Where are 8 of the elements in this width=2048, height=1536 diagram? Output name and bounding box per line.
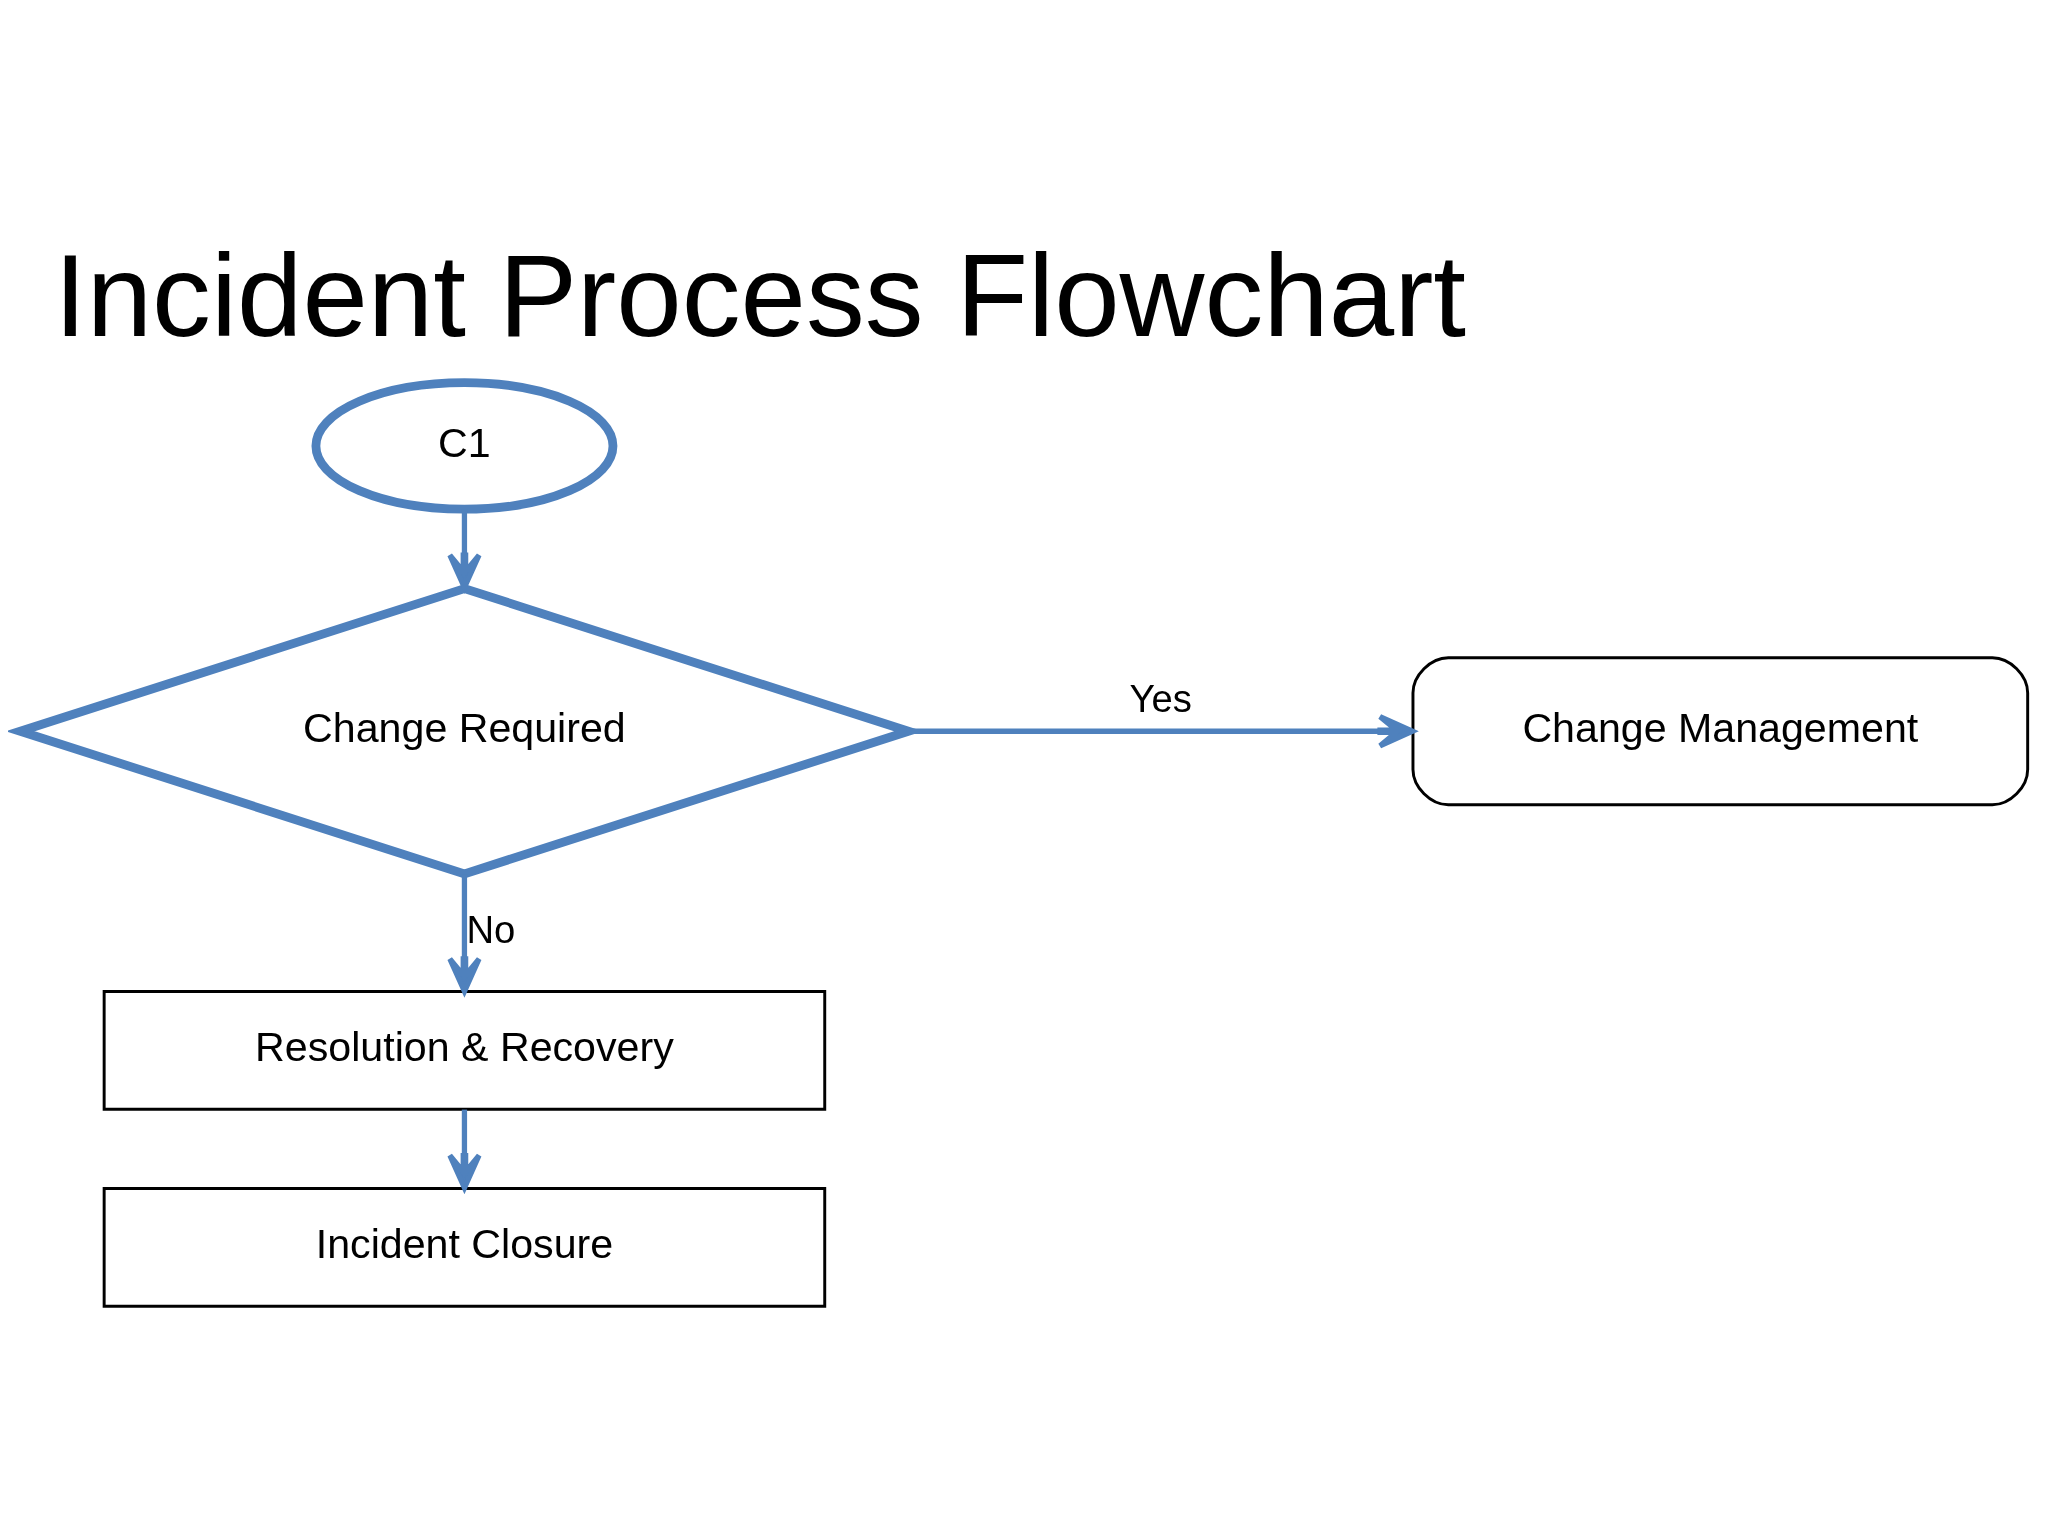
diagram-title: Incident Process Flowchart bbox=[53, 229, 1467, 361]
node-ellipse: C1 bbox=[311, 378, 618, 514]
node-box: Incident Closure bbox=[102, 1187, 827, 1308]
arrow bbox=[447, 1109, 482, 1191]
edge-label: Yes bbox=[1129, 676, 1192, 720]
arrow bbox=[909, 714, 1416, 749]
node-box: Resolution & Recovery bbox=[102, 990, 827, 1111]
node-box: Change Management bbox=[1411, 656, 2030, 807]
